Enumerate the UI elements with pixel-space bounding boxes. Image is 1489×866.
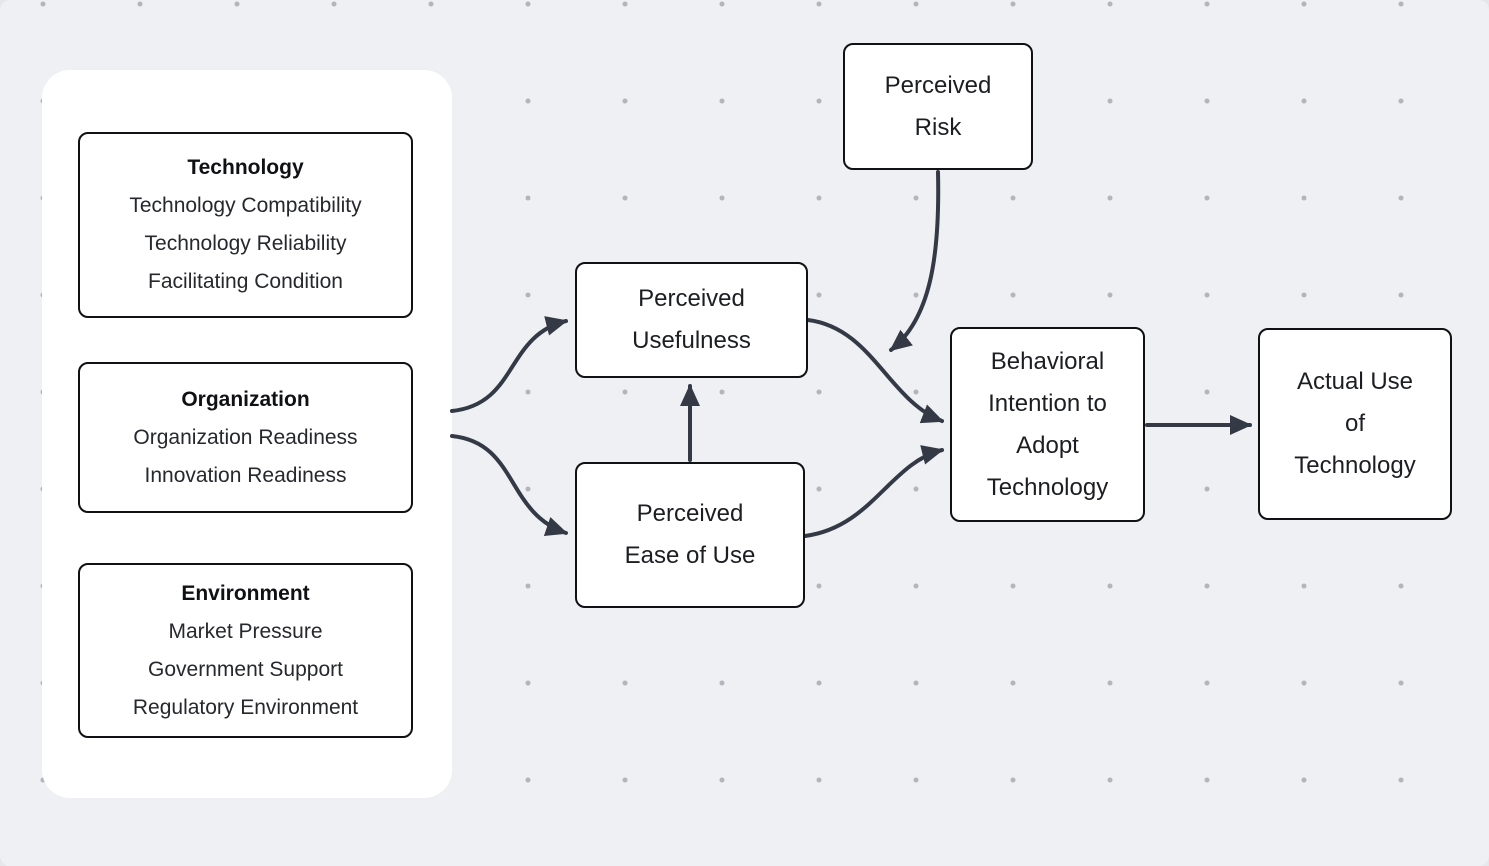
edge-perceived-risk-moderator bbox=[889, 170, 941, 352]
node-perceived-usefulness[interactable]: Perceived Usefulness bbox=[575, 262, 808, 378]
node-perceived-risk[interactable]: Perceived Risk bbox=[843, 43, 1033, 170]
edge-toe-to-perceived-usefulness bbox=[450, 316, 568, 413]
node-technology-title: Technology bbox=[187, 156, 304, 179]
node-environment[interactable]: Environment Market Pressure Government S… bbox=[78, 563, 413, 738]
node-environment-items: Market Pressure Government Support Regul… bbox=[132, 619, 359, 719]
edge-ease-of-use-to-behavioral-intention bbox=[803, 445, 944, 538]
node-technology-items: Technology Compatibility Technology Reli… bbox=[129, 194, 362, 293]
node-perceived-ease-of-use[interactable]: Perceived Ease of Use bbox=[575, 462, 805, 608]
edge-usefulness-to-behavioral-intention bbox=[806, 318, 944, 424]
node-actual-use[interactable]: Actual Use of Technology bbox=[1258, 328, 1452, 520]
node-perceived-usefulness-label: Perceived Usefulness bbox=[632, 285, 751, 354]
node-environment-title: Environment bbox=[181, 581, 310, 605]
edge-toe-to-perceived-ease-of-use bbox=[450, 434, 568, 536]
node-perceived-ease-of-use-label: Perceived Ease of Use bbox=[624, 500, 756, 569]
node-actual-use-label: Actual Use of Technology bbox=[1294, 368, 1416, 479]
node-organization-items: Organization Readiness Innovation Readin… bbox=[133, 425, 358, 487]
node-organization[interactable]: Organization Organization Readiness Inno… bbox=[78, 362, 413, 513]
node-organization-title: Organization bbox=[181, 387, 310, 411]
node-behavioral-intention-label: Behavioral Intention to Adopt Technology bbox=[986, 347, 1109, 501]
node-technology[interactable]: Technology Technology Compatibility Tech… bbox=[78, 132, 413, 318]
node-perceived-risk-label: Perceived Risk bbox=[884, 71, 992, 141]
node-behavioral-intention[interactable]: Behavioral Intention to Adopt Technology bbox=[950, 327, 1145, 522]
